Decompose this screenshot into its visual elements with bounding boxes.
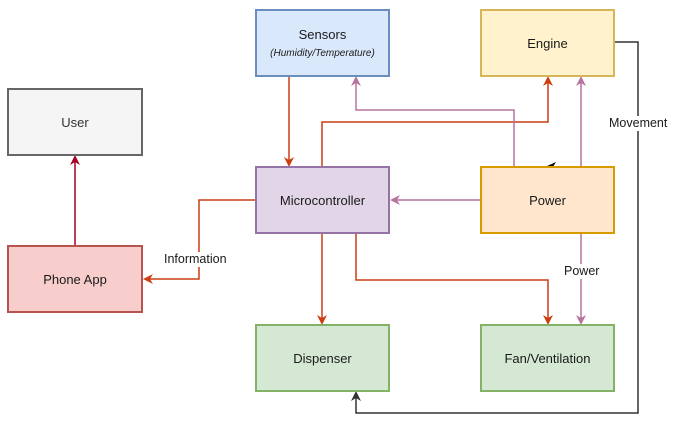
- sensors-title: Sensors: [298, 27, 347, 42]
- dispenser-title: Dispenser: [293, 350, 352, 366]
- user-title: User: [61, 114, 89, 130]
- phone-app-node[interactable]: Phone App: [7, 245, 143, 313]
- microcontroller-title: Microcontroller: [279, 192, 366, 208]
- dispenser-node[interactable]: Dispenser: [255, 324, 390, 392]
- edge-label-power: Power: [563, 264, 601, 279]
- user-node[interactable]: User: [7, 88, 143, 156]
- edge-label-movement: Movement: [608, 116, 669, 131]
- edge-power-to-sensors: [351, 76, 515, 166]
- power-title: Power: [529, 192, 566, 208]
- engine-title: Engine: [527, 35, 568, 51]
- edge-stub-arrow: [547, 162, 556, 167]
- fan-ventilation-title: Fan/Ventilation: [504, 350, 591, 366]
- edge-engine-to-dispenser: [351, 41, 639, 414]
- edge-microcontroller-to-engine: [321, 76, 553, 166]
- engine-node[interactable]: Engine: [480, 9, 615, 77]
- sensors-node[interactable]: Sensors (Humidity/Temperature): [255, 9, 390, 77]
- phone-app-title: Phone App: [43, 271, 107, 287]
- edge-microcontroller-to-phone-app: [143, 199, 255, 284]
- power-node[interactable]: Power: [480, 166, 615, 234]
- sensors-subtitle: (Humidity/Temperature): [270, 48, 375, 59]
- edge-microcontroller-to-fan: [355, 234, 553, 325]
- microcontroller-node[interactable]: Microcontroller: [255, 166, 390, 234]
- edge-label-information: Information: [163, 252, 228, 267]
- fan-ventilation-node[interactable]: Fan/Ventilation: [480, 324, 615, 392]
